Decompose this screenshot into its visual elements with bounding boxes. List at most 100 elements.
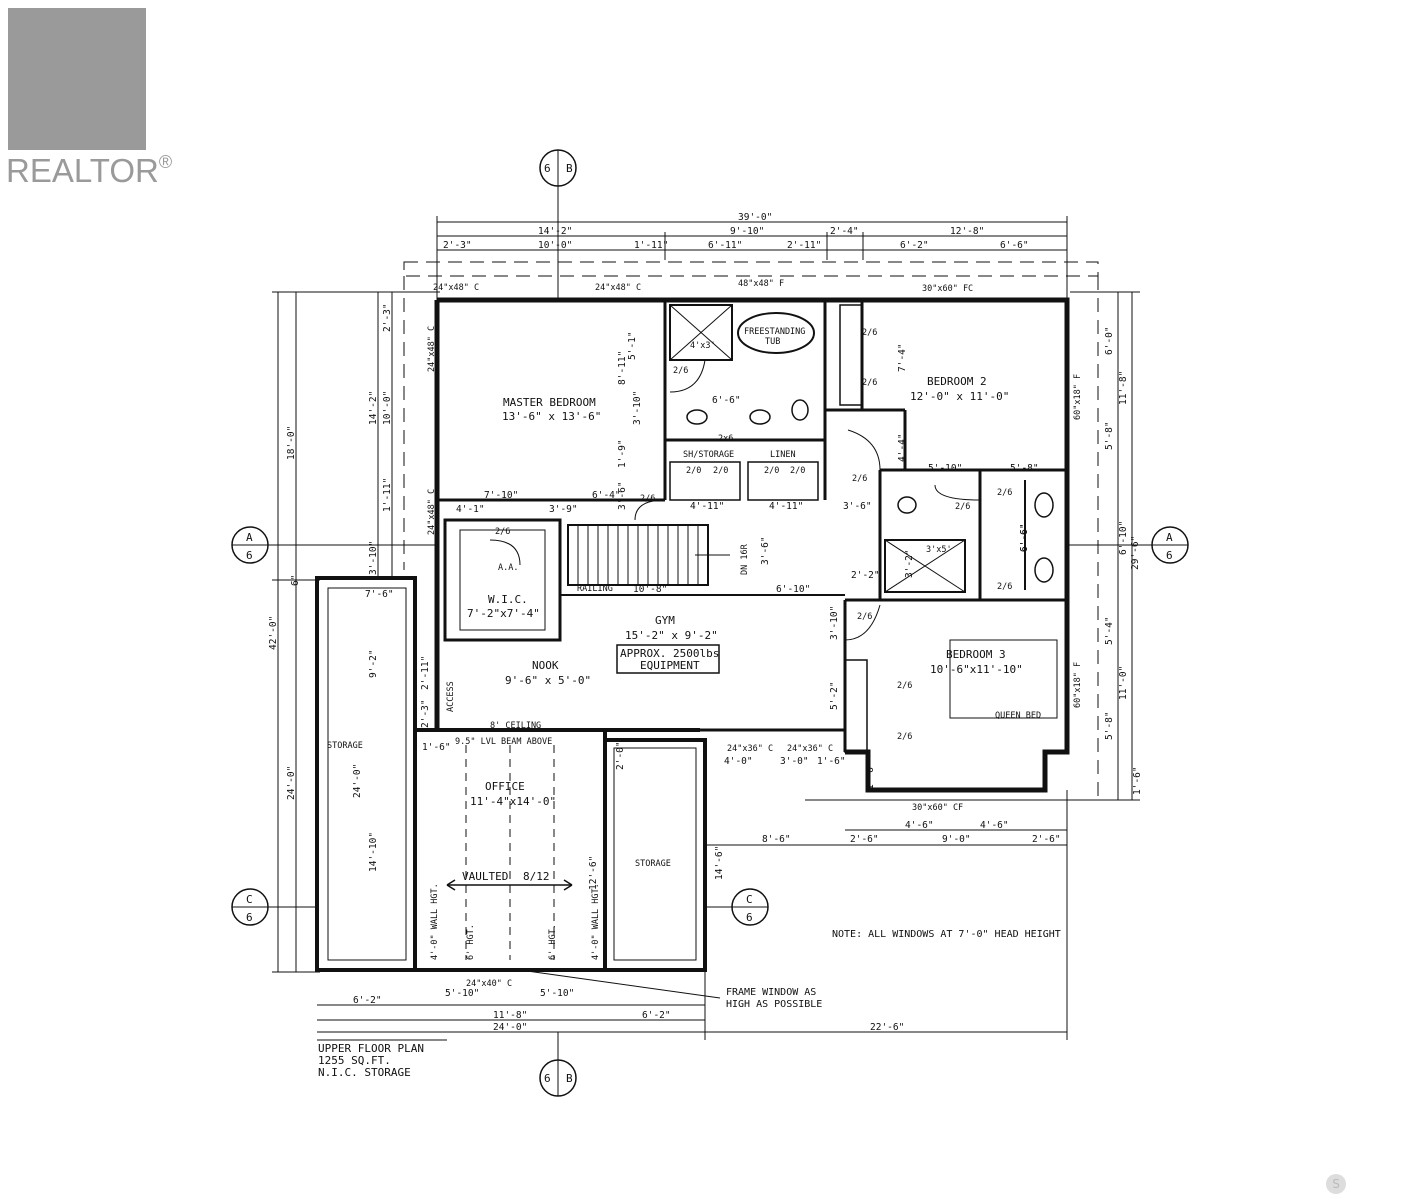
dim: 4'-0": [724, 756, 753, 767]
window-label: 30"x60" FC: [922, 284, 973, 294]
dim: 22'-6": [870, 1022, 904, 1033]
dim: 6'-0": [1104, 326, 1115, 355]
dim: 39'-0": [738, 212, 772, 223]
dim: 14'-6": [714, 846, 725, 880]
label-stairs: DN 16R: [740, 543, 750, 575]
dim: 11'-8": [493, 1010, 527, 1021]
dim: 1'-9": [617, 439, 628, 468]
dim: 7'-6": [365, 589, 394, 600]
dim: 6'-6": [1000, 240, 1029, 251]
dim: 14'-10": [368, 832, 379, 872]
section-marker-left-a: A 6: [231, 526, 269, 564]
dim: 6'-6": [1019, 523, 1030, 552]
room-storage-left: STORAGE: [327, 741, 363, 751]
label-beam: 9.5" LVL BEAM ABOVE: [455, 737, 552, 747]
dim: 1'-6": [865, 761, 876, 790]
dim: 1'-6": [422, 742, 451, 753]
dim: 8'-6": [762, 834, 791, 845]
dim: 3'-6": [617, 481, 628, 510]
door-label: 2/6: [862, 378, 877, 388]
section-marker-top: B 6: [539, 149, 577, 187]
section-marker-bottom: B 6: [539, 1059, 577, 1097]
caption-area: 1255 SQ.FT.: [318, 1054, 391, 1067]
dim: 5'-10": [928, 463, 962, 474]
svg-text:B: B: [566, 162, 573, 175]
svg-text:6: 6: [1166, 549, 1173, 562]
window-label: 30"x60" CF: [912, 803, 963, 813]
dim: 2'-4": [830, 226, 859, 237]
dim: 12'-8": [950, 226, 984, 237]
section-marker-right-c: C 6: [731, 888, 769, 926]
label-ceiling: 8' CEILING: [490, 721, 541, 731]
dim: 5'-4": [1104, 616, 1115, 645]
dim: 3'-10": [829, 606, 840, 640]
section-marker-left-c: C 6: [231, 888, 269, 926]
window-label: 60"x18" F: [1073, 374, 1083, 420]
dim: 14'-2": [368, 391, 379, 425]
dim: 5'-8": [1104, 421, 1115, 450]
dim: 2'-6": [1032, 834, 1061, 845]
dim: 4'-6": [905, 820, 934, 831]
label-tub-1: FREESTANDING: [744, 327, 805, 337]
svg-text:C: C: [246, 893, 253, 906]
door-label: 2x6: [718, 434, 733, 444]
room-bed2-name: BEDROOM 2: [927, 375, 987, 388]
dim: 1'-6": [1132, 766, 1143, 795]
dim: 2'-3": [420, 699, 431, 728]
dim: 6'-10": [1118, 521, 1129, 555]
dim: 6'-2": [353, 995, 382, 1006]
door-label: 2/6: [997, 582, 1012, 592]
note-windows: NOTE: ALL WINDOWS AT 7'-0" HEAD HEIGHT: [832, 929, 1061, 940]
dim: 4'-1": [456, 504, 485, 515]
room-wic-size: 7'-2"x7'-4": [467, 607, 540, 620]
note-frame-2: HIGH AS POSSIBLE: [726, 999, 822, 1010]
window-label: 24"x48" C: [427, 489, 437, 535]
dim: 2'-2": [851, 570, 880, 581]
svg-text:6: 6: [544, 162, 551, 175]
room-nook-name: NOOK: [532, 659, 559, 672]
dim: 7'-4": [897, 343, 908, 372]
dim: 10'-8": [633, 584, 667, 595]
dim: 1'-11": [382, 478, 393, 512]
svg-text:A: A: [1166, 531, 1173, 544]
label-shower: 4'x3': [690, 341, 716, 351]
dim: 5'-8": [1104, 711, 1115, 740]
svg-text:B: B: [566, 1072, 573, 1085]
dim: 8'-11": [617, 351, 628, 385]
room-bed3-size: 10'-6"x11'-10": [930, 663, 1023, 676]
dim: 5'-8": [1010, 463, 1039, 474]
dim: 2'-11": [787, 240, 821, 251]
dim: 6'-6": [712, 395, 741, 406]
dim: 6'-2": [642, 1010, 671, 1021]
dim: 3'-10": [368, 541, 379, 575]
window-label: 48"x48" F: [738, 279, 784, 289]
dim: 2'-6": [850, 834, 879, 845]
dim: 3'-6": [760, 536, 771, 565]
dim: 3'-2": [904, 549, 915, 578]
dim: 6'-6": [1019, 523, 1030, 552]
dim: 24'-0": [352, 764, 363, 798]
dim: 14'-2": [538, 226, 572, 237]
dim: 6'-2": [900, 240, 929, 251]
room-nook-size: 9'-6" x 5'-0": [505, 674, 591, 687]
label-vaulted: VAULTED: [462, 870, 508, 883]
dim: 4'-11": [769, 501, 803, 512]
dim: 5'-1": [627, 331, 638, 360]
dim: 6'-10": [776, 584, 810, 595]
dim: 6'-4": [592, 490, 621, 501]
caption-note: N.I.C. STORAGE: [318, 1066, 411, 1079]
dim: 7'-10": [484, 490, 518, 501]
label-queen-bed: QUEEN BED: [995, 711, 1041, 721]
dim: 10'-0": [382, 391, 393, 425]
dim: 5'-10": [445, 988, 479, 999]
room-bed3-name: BEDROOM 3: [946, 648, 1006, 661]
dim: 6": [290, 575, 301, 586]
svg-text:6: 6: [246, 549, 253, 562]
dim: 1'-6": [817, 756, 846, 767]
dim: 2'-3": [443, 240, 472, 251]
svg-text:A: A: [246, 531, 253, 544]
room-office-size: 11'-4"x14'-0": [470, 795, 556, 808]
room-wic-name: W.I.C.: [488, 593, 528, 606]
door-label: 2/6: [852, 474, 867, 484]
